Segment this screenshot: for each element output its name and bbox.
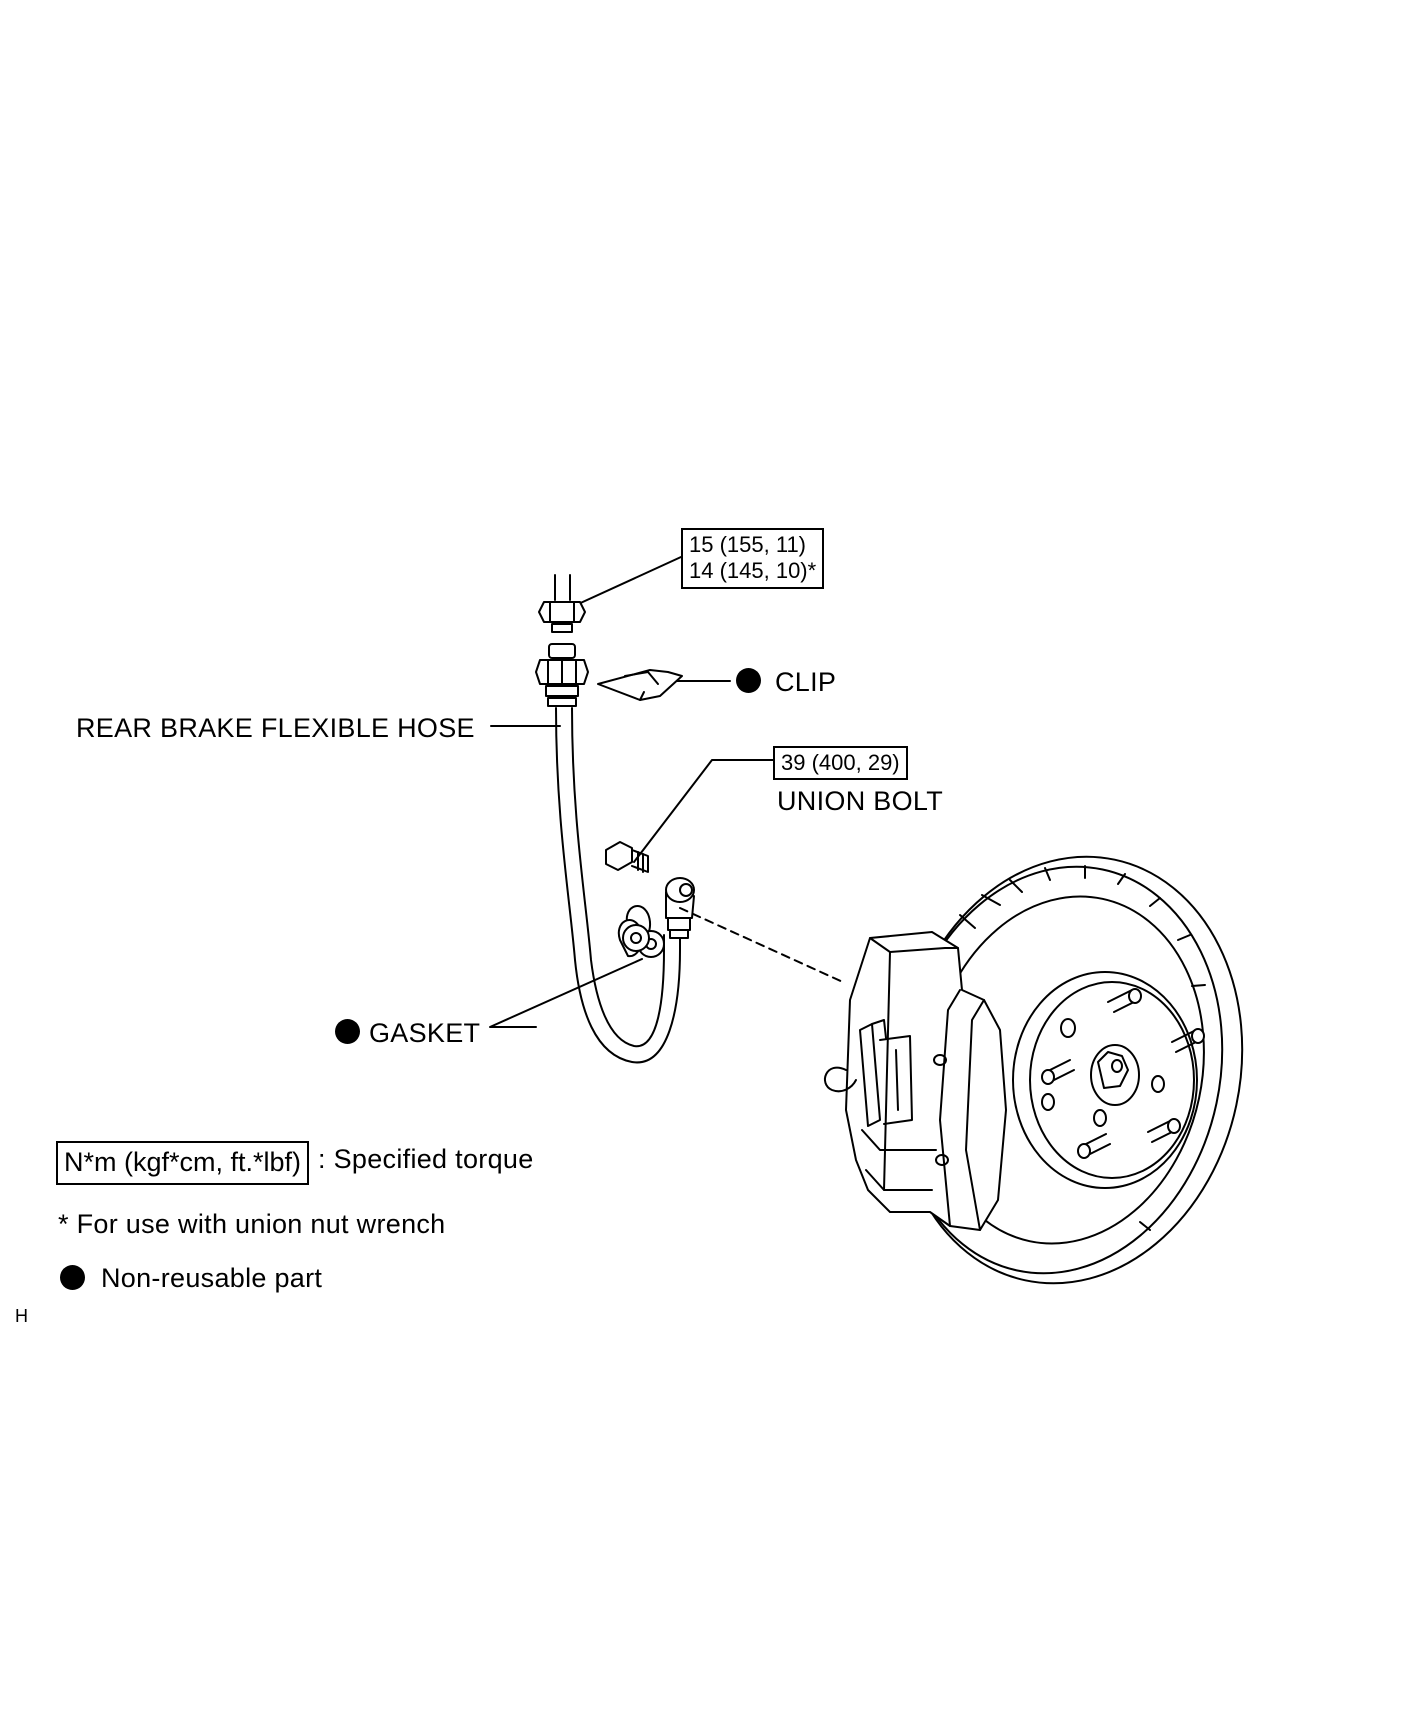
torque-spec-line-2: 14 (145, 10)* (689, 558, 817, 584)
corner-mark: H (15, 1306, 29, 1326)
clip-label: CLIP (775, 667, 837, 697)
torque-spec-fitting: 15 (155, 11) 14 (145, 10)* (681, 528, 825, 589)
union-bolt-label: UNION BOLT (777, 786, 944, 816)
gasket-label: GASKET (369, 1018, 481, 1048)
wheel-hub (1012, 971, 1205, 1189)
non-reusable-dot-clip (736, 668, 761, 693)
gasket-parts (617, 905, 665, 958)
clip-part (597, 669, 683, 701)
legend-union-nut-note: * For use with union nut wrench (58, 1209, 446, 1239)
non-reusable-dot-gasket (335, 1019, 360, 1044)
brake-caliper (824, 931, 1007, 1231)
legend-torque-box: N*m (kgf*cm, ft.*lbf) (56, 1141, 310, 1185)
legend-non-reusable-dot (60, 1265, 85, 1290)
flexible-hose-label: REAR BRAKE FLEXIBLE HOSE (76, 713, 475, 743)
brake-line-fitting (538, 574, 586, 633)
flexible-hose (555, 707, 681, 1064)
torque-spec-line-1: 15 (155, 11) (689, 532, 807, 557)
hose-lower-fitting (665, 877, 695, 939)
union-bolt-part (605, 841, 649, 873)
legend-non-reusable-label: Non-reusable part (101, 1263, 323, 1293)
torque-spec-union-bolt: 39 (400, 29) (773, 746, 908, 781)
legend-torque-description: : Specified torque (318, 1144, 534, 1174)
hose-upper-fitting (535, 643, 589, 707)
